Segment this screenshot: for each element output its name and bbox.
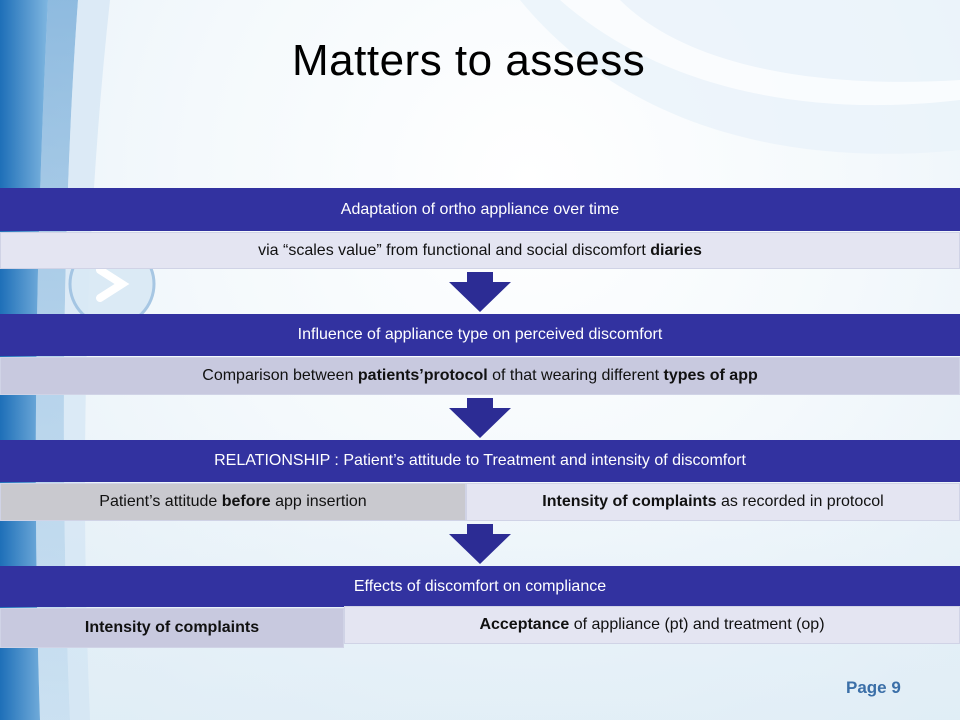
section-2-detail-bold-1: patients’protocol <box>357 367 488 384</box>
section-3-left-bold: before <box>221 493 271 510</box>
section-4-right-post: of appliance (pt) and treatment (op) <box>569 616 825 633</box>
page-number: Page 9 <box>846 678 901 697</box>
section-1-detail-bold: diaries <box>650 241 702 259</box>
section-2-header: Influence of appliance type on perceived… <box>0 314 960 356</box>
section-4-header: Effects of discomfort on compliance <box>0 566 960 607</box>
section-3-left-detail: Patient’s attitude before app insertion <box>0 483 466 521</box>
section-3-header: RELATIONSHIP : Patient’s attitude to Tre… <box>0 440 960 482</box>
section-2-detail-pre: Comparison between <box>202 367 358 384</box>
section-2-detail: Comparison between patients’protocol of … <box>0 357 960 395</box>
down-arrow-1-icon <box>449 272 511 312</box>
section-3-right-detail: Intensity of complaints as recorded in p… <box>466 483 960 521</box>
down-arrow-3-icon <box>449 524 511 564</box>
section-4-left-bold: Intensity of complaints <box>84 619 260 636</box>
section-1-detail-text: via “scales value” from functional and s… <box>258 241 651 259</box>
section-4-right-detail: Acceptance of appliance (pt) and treatme… <box>344 606 960 644</box>
section-2-detail-mid: of that wearing different <box>487 367 664 384</box>
slide-title: Matters to assess <box>292 36 646 85</box>
section-1-header: Adaptation of ortho appliance over time <box>0 188 960 231</box>
section-3-left-pre: Patient’s attitude <box>99 493 222 510</box>
section-4-left-detail: Intensity of complaints <box>0 608 344 648</box>
down-arrow-2-icon <box>449 398 511 438</box>
section-3-right-bold: Intensity of complaints <box>542 493 717 510</box>
section-3-right-post: as recorded in protocol <box>716 493 884 510</box>
section-4-right-bold: Acceptance <box>479 616 570 633</box>
section-1-detail: via “scales value” from functional and s… <box>0 232 960 269</box>
section-2-detail-bold-2: types of app <box>663 367 758 384</box>
section-3-left-post: app insertion <box>270 493 367 510</box>
